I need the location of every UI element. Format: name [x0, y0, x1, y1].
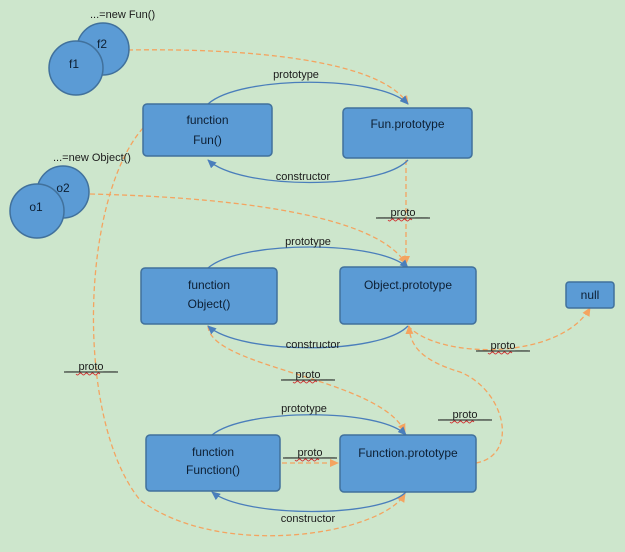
- label-object-prototype: prototype: [285, 236, 331, 248]
- arrow-function-constructor: [211, 491, 407, 513]
- label-fnproto-objproto: __proto__: [439, 409, 490, 421]
- arrow-function-object-to-function-prototype: [207, 325, 406, 433]
- node-fun-prototype-label: Fun.prototype: [370, 117, 444, 131]
- label-fun-prototype: prototype: [273, 69, 319, 81]
- arrow-object-prototype: [207, 246, 409, 269]
- label-function-prototype: prototype: [281, 403, 327, 415]
- node-function-object-line1: function: [188, 278, 230, 292]
- node-fun-prototype: Fun.prototype: [342, 107, 473, 159]
- label-object-proto-null: __proto__: [477, 340, 528, 352]
- arrow-object-prototype-to-null: [407, 307, 591, 351]
- node-function-fun-line1: function: [186, 113, 228, 127]
- label-object-constructor: constructor: [286, 339, 341, 351]
- label-fun-constructor: constructor: [276, 171, 331, 183]
- node-function-function: function Function(): [145, 434, 281, 492]
- node-function-fun-line2: Fun(): [193, 133, 222, 147]
- instance-f2-label: f2: [97, 37, 107, 51]
- node-object-prototype: Object.prototype: [339, 266, 477, 325]
- node-function-fun: function Fun(): [142, 103, 273, 157]
- arrow-f2-to-fun-prototype: [127, 49, 409, 105]
- arrow-function-prototype: [211, 414, 407, 436]
- label-fun-proto: __proto__: [377, 207, 428, 219]
- arrow-fun-prototype: [207, 81, 409, 105]
- label-function-constructor: constructor: [281, 513, 336, 525]
- instance-o2-label: o2: [56, 181, 70, 195]
- node-function-function-line2: Function(): [186, 463, 240, 477]
- node-null-label: null: [581, 288, 600, 302]
- label-function-fn-proto: __proto__: [284, 447, 335, 459]
- node-function-prototype: Function.prototype: [339, 434, 477, 493]
- arrow-object-constructor: [207, 325, 409, 349]
- object-instances-caption: ...=new Object(): [53, 152, 131, 164]
- node-object-prototype-label: Object.prototype: [364, 278, 452, 292]
- label-object-fn-proto: __proto__: [282, 369, 333, 381]
- instance-f1-label: f1: [69, 57, 79, 71]
- instance-o1-label: o1: [29, 200, 43, 214]
- arrow-function-prototype-to-object-prototype: [405, 325, 503, 464]
- arrow-o2-to-object-prototype: [89, 193, 407, 265]
- node-function-function-line1: function: [192, 445, 234, 459]
- label-fun-fn-proto: __proto__: [65, 361, 116, 373]
- node-null: null: [565, 281, 615, 309]
- fun-instances-caption: ...=new Fun(): [90, 9, 155, 21]
- instance-o1: o1: [9, 183, 65, 239]
- node-function-object: function Object(): [140, 267, 278, 325]
- instance-f1: f1: [48, 40, 104, 96]
- arrow-fun-constructor: [207, 159, 409, 184]
- node-function-object-line2: Object(): [188, 297, 231, 311]
- node-function-prototype-label: Function.prototype: [358, 446, 458, 460]
